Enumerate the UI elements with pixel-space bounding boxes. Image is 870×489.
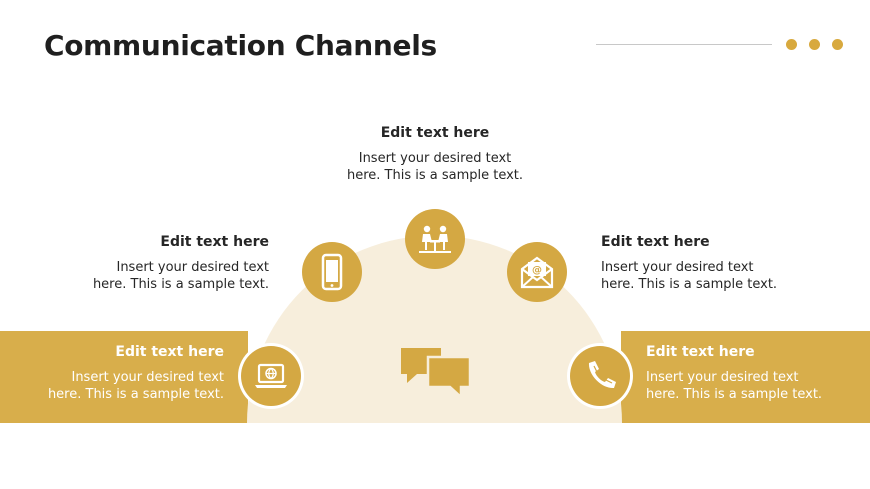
- decorative-dot: [786, 39, 797, 50]
- text-block-lower-right: Edit text here Insert your desired text …: [646, 343, 870, 403]
- item-description-line: here. This is a sample text.: [646, 387, 823, 402]
- chat-bubbles-icon: [401, 348, 472, 399]
- text-block-lower-left: Edit text here Insert your desired text …: [0, 343, 224, 403]
- meeting-circle: [405, 209, 465, 269]
- item-description-line: here. This is a sample text.: [47, 387, 224, 402]
- phone-circle: [570, 346, 630, 406]
- text-block-upper-left: Edit text here Insert your desired text …: [29, 233, 269, 293]
- text-block-top: Edit text here Insert your desired text …: [315, 124, 555, 184]
- text-block-upper-right: Edit text here Insert your desired text …: [601, 233, 841, 293]
- item-description-line: here. This is a sample text.: [601, 277, 778, 292]
- decorative-line: [596, 44, 772, 45]
- laptop-globe-icon: [255, 363, 287, 388]
- smartphone-circle: [302, 242, 362, 302]
- item-heading: Edit text here: [115, 344, 224, 360]
- right-accent-band: [621, 331, 870, 423]
- decorative-dot: [832, 39, 843, 50]
- item-description-line: Insert your desired text: [646, 370, 799, 385]
- item-description-line: here. This is a sample text.: [346, 168, 524, 183]
- smartphone-icon: [321, 253, 343, 291]
- item-description-line: Insert your desired text: [358, 151, 512, 166]
- item-description-line: Insert your desired text: [116, 260, 269, 275]
- item-description-line: Insert your desired text: [71, 370, 224, 385]
- phone-icon: [588, 361, 616, 389]
- item-description-line: here. This is a sample text.: [92, 277, 269, 292]
- email-circle: @: [507, 242, 567, 302]
- email-icon: @: [520, 256, 554, 289]
- decorative-dot: [809, 39, 820, 50]
- item-heading: Edit text here: [601, 234, 710, 250]
- item-description-line: Insert your desired text: [601, 260, 754, 275]
- item-heading: Edit text here: [380, 125, 490, 141]
- slide-title: Communication Channels: [44, 29, 437, 62]
- svg-text:@: @: [532, 265, 542, 276]
- item-heading: Edit text here: [646, 344, 755, 360]
- left-accent-band: [0, 331, 248, 423]
- meeting-icon: [419, 225, 451, 253]
- item-heading: Edit text here: [160, 234, 269, 250]
- laptop-circle: [241, 346, 301, 406]
